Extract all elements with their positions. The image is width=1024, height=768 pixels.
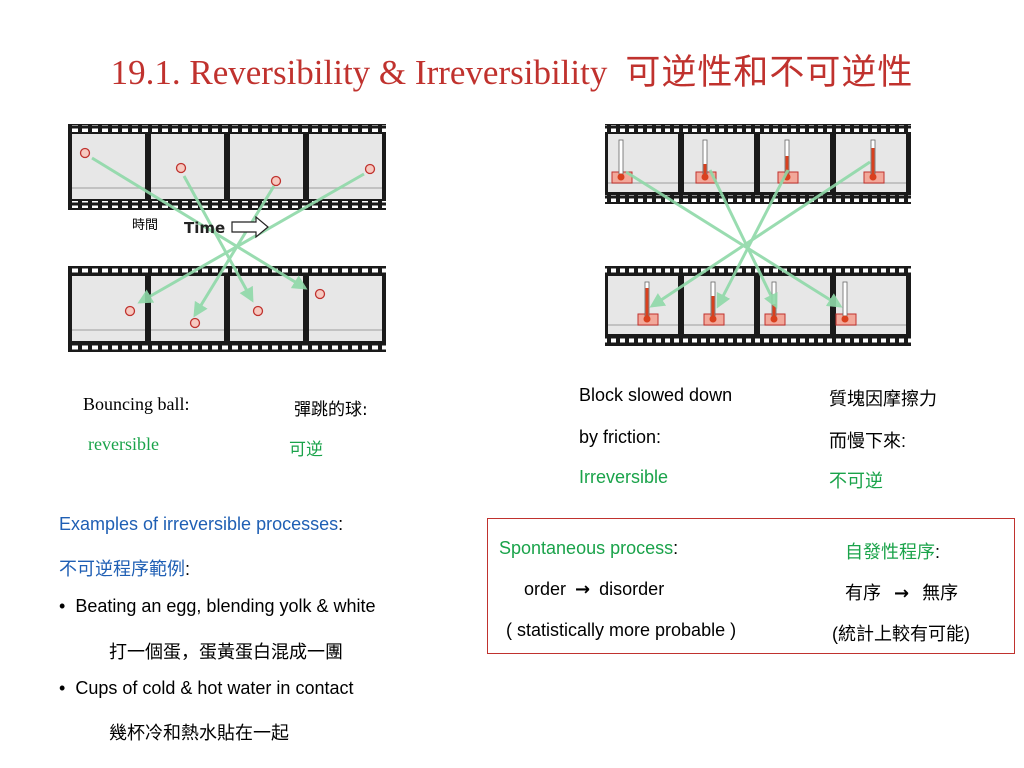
ball-frame-5	[124, 305, 136, 317]
examples-heading-zh: 不可逆程序範例	[59, 559, 185, 579]
examples-heading-zh-line: 不可逆程序範例:	[59, 559, 191, 579]
slide-title: 19.1. Reversibility & Irreversibility 可逆性…	[0, 44, 1024, 95]
block-line2-zh: 而慢下來:	[829, 431, 907, 451]
right-arrow-icon: →	[894, 583, 910, 604]
disorder-zh: 無序	[922, 583, 959, 603]
block-status-en: Irreversible	[579, 467, 669, 487]
ball-frame-8	[314, 288, 326, 300]
ball-film-diagram: 時間 Time	[68, 124, 386, 352]
block-status-zh: 不可逆	[829, 471, 883, 491]
order-zh: 有序	[845, 583, 881, 603]
time-label-en: Time	[184, 219, 225, 237]
example-item-2-en: Cups of cold & hot water in contact	[75, 678, 354, 698]
time-arrow-icon	[231, 215, 269, 239]
slide-title-zh: 可逆性和不可逆性	[625, 53, 914, 93]
bullet-icon: •	[59, 678, 66, 698]
block-line1-en: Block slowed down	[579, 385, 733, 405]
ball-frame-1	[79, 147, 91, 159]
block-line2-en: by friction:	[579, 427, 662, 447]
ball-frame-6	[189, 317, 201, 329]
ball-status-zh: 可逆	[289, 440, 323, 460]
block-frame-5	[637, 281, 659, 326]
block-frame-4	[863, 139, 885, 184]
example-item-2-zh: 幾杯冷和熱水貼在一起	[109, 723, 289, 743]
right-arrow-icon: →	[575, 579, 591, 600]
example-item-2: • Cups of cold & hot water in contact	[59, 678, 353, 699]
ball-frame-4	[364, 163, 376, 175]
spontaneous-heading-zh: 自發性程序	[845, 542, 935, 562]
spontaneous-note-en: ( statistically more probable )	[506, 620, 737, 640]
block-frame-8	[835, 281, 857, 326]
block-film-strip-top	[605, 124, 911, 204]
spontaneous-note-zh: (統計上較有可能)	[832, 624, 970, 644]
ball-film-strip-bottom	[68, 266, 386, 352]
spontaneous-heading-zh-line: 自發性程序:	[845, 542, 941, 562]
spontaneous-process-box	[487, 518, 1015, 654]
ball-correspondence-arrows	[91, 156, 365, 318]
disorder-en: disorder	[599, 579, 665, 599]
order-disorder-en: order → disorder	[524, 579, 664, 600]
block-frame-6	[703, 281, 725, 326]
ball-frame-3	[270, 175, 282, 187]
block-correspondence-arrows	[625, 160, 871, 309]
order-en: order	[524, 579, 567, 599]
example-item-1: • Beating an egg, blending yolk & white	[59, 596, 376, 617]
block-film-strip-bottom	[605, 266, 911, 346]
ball-caption-zh: 彈跳的球:	[294, 400, 368, 420]
spontaneous-heading-en-line: Spontaneous process:	[499, 538, 679, 558]
ball-status-en: reversible	[88, 434, 159, 454]
time-label-zh: 時間	[132, 218, 158, 233]
slide-title-en: 19.1. Reversibility & Irreversibility	[110, 53, 608, 92]
block-film-diagram	[605, 124, 911, 346]
ball-film-strip-top	[68, 124, 386, 210]
block-line1-zh: 質塊因摩擦力	[829, 389, 937, 409]
bullet-icon: •	[59, 596, 66, 616]
spontaneous-heading-en: Spontaneous process	[499, 538, 674, 558]
examples-heading-en-line: Examples of irreversible processes:	[59, 514, 344, 534]
examples-heading-en: Examples of irreversible processes	[59, 514, 339, 534]
example-item-1-en: Beating an egg, blending yolk & white	[75, 596, 376, 616]
ball-caption-en: Bouncing ball:	[83, 394, 190, 414]
block-frame-2	[695, 139, 717, 184]
example-item-1-zh: 打一個蛋，蛋黃蛋白混成一團	[109, 642, 343, 662]
ball-frame-7	[252, 305, 264, 317]
ball-frame-2	[175, 162, 187, 174]
order-disorder-zh: 有序 → 無序	[845, 579, 958, 605]
